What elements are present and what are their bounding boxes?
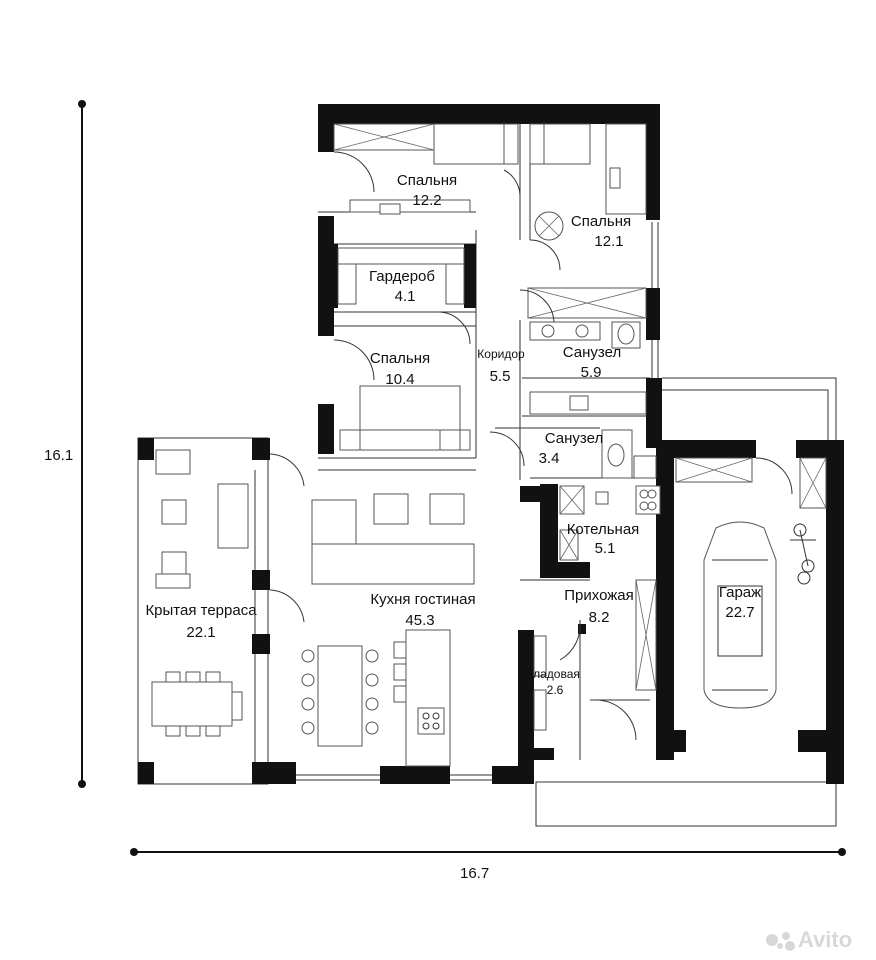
- room-bedroom2-name: Спальня: [571, 213, 631, 230]
- thin-outlines: [137, 120, 837, 827]
- room-corridor-area: 5.5: [490, 368, 511, 385]
- bathroom1-furniture: [519, 289, 647, 415]
- car-icon: [703, 521, 777, 709]
- bedroom2-furniture: [527, 123, 647, 319]
- room-living-area: 45.3: [405, 612, 434, 629]
- room-boiler-name: Котельная: [567, 521, 640, 538]
- room-living-name: Кухня гостиная: [370, 591, 475, 608]
- room-bedroom1-area: 12.2: [412, 192, 441, 209]
- room-wardrobe-area: 4.1: [395, 288, 416, 305]
- garage-furniture: [675, 457, 827, 709]
- terrace-furniture: [151, 449, 305, 737]
- bicycle-icon: [790, 523, 816, 585]
- hall-furniture: [533, 579, 657, 741]
- room-corridor-name: Коридор: [477, 347, 525, 361]
- room-hall-area: 8.2: [589, 609, 610, 626]
- room-terrace-name: Крытая терраса: [145, 602, 257, 619]
- dimension-height-label: 16.1: [44, 447, 73, 464]
- dimension-horizontal: 16.7: [130, 848, 846, 882]
- room-wardrobe-name: Гардероб: [369, 268, 435, 285]
- dimension-width-label: 16.7: [460, 865, 489, 882]
- room-bathroom1-area: 5.9: [581, 364, 602, 381]
- room-garage-name: Гараж: [719, 584, 761, 601]
- bathroom2-furniture: [489, 429, 657, 479]
- room-hall-name: Прихожая: [564, 587, 634, 604]
- boiler-furniture: [559, 485, 661, 561]
- avito-logo-icon: [766, 932, 795, 951]
- room-bathroom2-name: Санузел: [545, 430, 603, 447]
- room-bedroom2-area: 12.1: [594, 233, 623, 250]
- room-pantry-name: Кладовая: [526, 667, 580, 681]
- room-terrace-area: 22.1: [186, 624, 215, 641]
- wardrobe-furniture: [337, 247, 471, 345]
- room-bathroom2-area: 3.4: [539, 450, 560, 467]
- walls: [138, 104, 844, 784]
- bedroom3-furniture: [333, 339, 471, 451]
- room-bedroom3-name: Спальня: [370, 350, 430, 367]
- dimension-vertical: 16.1: [44, 100, 86, 788]
- room-bedroom3-area: 10.4: [385, 371, 414, 388]
- watermark-text: Avito: [798, 927, 852, 952]
- avito-watermark: Avito: [766, 927, 852, 952]
- room-bedroom1-name: Спальня: [397, 172, 457, 189]
- room-pantry-area: 2.6: [547, 683, 564, 697]
- room-labels: Спальня 12.2 Спальня 12.1 Гардероб 4.1 С…: [145, 172, 761, 697]
- room-bathroom1-name: Санузел: [563, 344, 621, 361]
- room-garage-area: 22.7: [725, 604, 754, 621]
- living-furniture: [301, 493, 475, 767]
- room-boiler-area: 5.1: [595, 540, 616, 557]
- bedroom1-furniture: [333, 123, 521, 215]
